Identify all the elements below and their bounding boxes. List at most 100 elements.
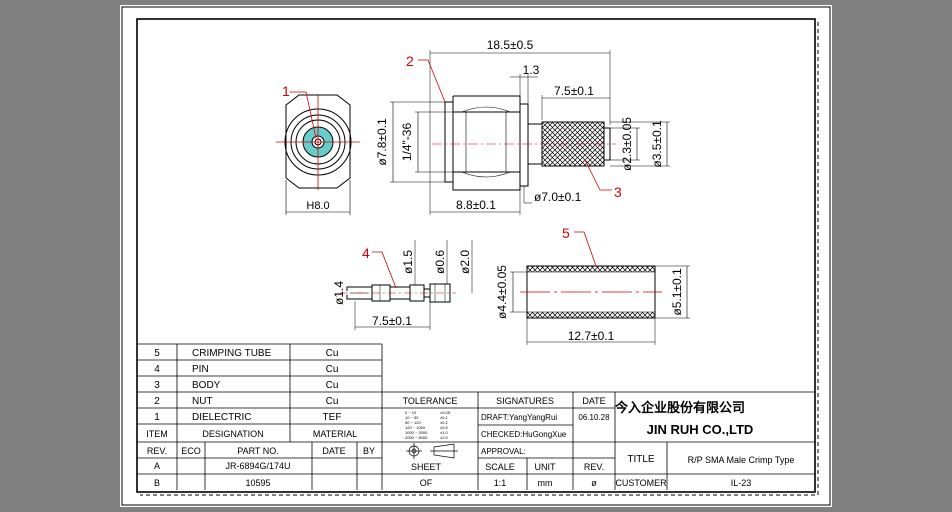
title-label: TITLE	[627, 454, 655, 465]
signatures-label: SIGNATURES	[496, 396, 554, 406]
bom-material: Cu	[326, 380, 339, 391]
rev-header-by: BY	[363, 446, 375, 456]
rev-header-eco: ECO	[181, 446, 201, 456]
bom-item: 5	[154, 348, 160, 359]
svg-text:±1.0: ±1.0	[440, 430, 449, 435]
bom-table	[137, 343, 815, 490]
svg-text:120 ~ 1000: 120 ~ 1000	[405, 425, 426, 430]
unit-label: UNIT	[535, 462, 556, 472]
svg-text:1000 ~ 2000: 1000 ~ 2000	[405, 430, 428, 435]
sheet-label: SHEET	[411, 462, 442, 472]
dim-ferrule-inner: ø2.3±0.05	[620, 117, 634, 171]
svg-text:50 ~ 120: 50 ~ 120	[405, 420, 421, 425]
callout-4: 4	[362, 245, 370, 261]
dim-flange: 1.3	[523, 63, 540, 77]
approval-signature: APPROVAL:	[481, 447, 526, 456]
scale-label: SCALE	[485, 462, 515, 472]
title-value: R/P SMA Male Crimp Type	[688, 455, 795, 465]
border-shadow	[140, 22, 819, 496]
dim-thread: 1/4"-36	[400, 123, 414, 162]
drawing-canvas: H8.0 1 18.5±0.5 1.3 7.5±0.1 ø7.8±0.1	[121, 6, 831, 506]
callout-2: 2	[406, 53, 414, 69]
bom-item: 2	[154, 396, 160, 407]
revision-rows: REV. ECO PART NO. DATE BY A JR-6894G/174…	[147, 446, 375, 488]
rev-header-part: PART NO.	[237, 446, 279, 456]
customer-value: IL-23	[731, 478, 752, 488]
pin-detail: 7.5±0.1 ø1.4 ø1.5 ø0.6 ø2.0 4	[332, 240, 473, 330]
projection-symbol	[406, 443, 458, 459]
dim-pin-tip: ø1.4	[332, 281, 346, 305]
dim-ferrule-outer: ø3.5±0.1	[650, 120, 664, 168]
tolerance-table: 0 ~ 10 ±0.05 10 ~ 50 ±0.1 50 ~ 120 ±0.2 120…	[405, 410, 451, 440]
draft-signature: DRAFT:YangYangRui	[481, 413, 557, 422]
dim-crimp-length: 7.5±0.1	[554, 84, 594, 98]
outer-border	[121, 6, 831, 506]
svg-text:±0.2: ±0.2	[440, 420, 449, 425]
bom-material: Cu	[326, 348, 339, 359]
dim-pin-dia-3: ø2.0	[458, 250, 472, 274]
rev-header-rev: REV.	[147, 446, 167, 456]
knurled-ferrule	[541, 121, 605, 167]
unit-value: mm	[538, 478, 553, 488]
rev-value: ø	[591, 478, 597, 488]
dim-flange-dia: ø7.0±0.1	[534, 190, 582, 204]
scale-value: 1:1	[494, 478, 507, 488]
rev-header-date: DATE	[322, 446, 345, 456]
callout-5: 5	[562, 225, 570, 241]
bom-item: 1	[154, 412, 160, 423]
dim-tube-length: 12.7±0.1	[568, 329, 615, 343]
inner-border	[136, 18, 816, 493]
title-block: TOLERANCE 0 ~ 10 ±0.05 10 ~ 50 ±0.1 50 ~ 1…	[403, 396, 795, 488]
front-view: H8.0 1	[276, 83, 360, 215]
bom-designation: BODY	[192, 380, 221, 391]
dim-overall-length: 18.5±0.5	[487, 38, 534, 52]
rev-row-rev: A	[154, 461, 160, 471]
company-name-cn: 今入企业股份有限公司	[614, 400, 745, 416]
checked-signature: CHECKED:HuGongXue	[481, 430, 567, 439]
date-label: DATE	[582, 396, 605, 406]
tolerance-label: TOLERANCE	[403, 396, 458, 406]
svg-text:±0.5: ±0.5	[440, 425, 449, 430]
dim-body-dia: ø7.8±0.1	[375, 118, 389, 166]
callout-3: 3	[614, 184, 622, 200]
dim-pin-dia-1: ø1.5	[401, 250, 415, 274]
customer-label: CUSTOMER	[615, 478, 667, 488]
dim-body-length: 8.8±0.1	[456, 198, 496, 212]
bom-designation: DIELECTRIC	[192, 412, 251, 423]
dim-hex: H8.0	[306, 200, 329, 212]
revision-table	[137, 442, 615, 490]
drawing-sheet: H8.0 1 18.5±0.5 1.3 7.5±0.1 ø7.8±0.1	[120, 5, 832, 507]
bom-header-designation: DESIGNATION	[202, 429, 263, 439]
drawing-date: 06.10.28	[578, 413, 610, 422]
svg-text:2000 ~ 5000: 2000 ~ 5000	[405, 435, 428, 440]
company-name-en: JIN RUH CO.,LTD	[647, 422, 754, 437]
callout-1: 1	[282, 83, 290, 99]
bom-designation: NUT	[192, 396, 213, 407]
bom-header-material: MATERIAL	[313, 429, 357, 439]
dim-pin-length: 7.5±0.1	[372, 314, 412, 328]
bom-item: 4	[154, 364, 160, 375]
title-block-grid	[382, 391, 815, 490]
svg-text:±0.05: ±0.05	[440, 410, 451, 415]
dim-tube-outer: ø5.1±0.1	[670, 268, 684, 316]
crimp-tube-detail: ø4.4±0.05 ø5.1±0.1 12.7±0.1 5	[495, 225, 690, 345]
side-view: 18.5±0.5 1.3 7.5±0.1 ø7.8±0.1 1/4"-36 ø2…	[375, 38, 670, 215]
bom-material: Cu	[326, 364, 339, 375]
bom-item: 3	[154, 380, 160, 391]
bom-designation: CRIMPING TUBE	[192, 348, 272, 359]
bom-header-item: ITEM	[146, 429, 168, 439]
rev-row-part: 10595	[245, 478, 270, 488]
svg-text:±2.0: ±2.0	[440, 435, 449, 440]
svg-text:0 ~ 10: 0 ~ 10	[405, 410, 417, 415]
rev-row-rev: B	[154, 478, 160, 488]
rev-row-part: JR-6894G/174U	[225, 461, 290, 471]
svg-text:10 ~ 50: 10 ~ 50	[405, 415, 419, 420]
bom-rows: 5 CRIMPING TUBE Cu 4 PIN Cu 3 BODY Cu 2 …	[146, 348, 357, 439]
svg-text:±0.1: ±0.1	[440, 415, 449, 420]
rev-label: REV.	[584, 462, 604, 472]
dim-tube-inner: ø4.4±0.05	[495, 265, 509, 319]
bom-material: Cu	[326, 396, 339, 407]
sheet-of: OF	[420, 478, 433, 488]
bom-material: TEF	[323, 412, 342, 423]
bom-designation: PIN	[192, 364, 209, 375]
